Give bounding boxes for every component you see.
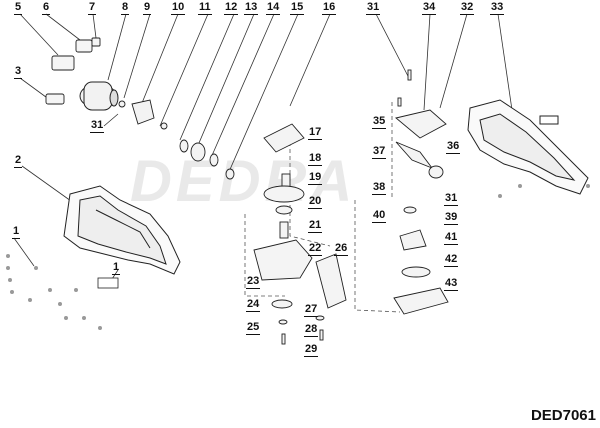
- callout-1: 1: [112, 261, 121, 275]
- callout-16: 15: [290, 1, 305, 15]
- callout-25: 24: [246, 298, 261, 312]
- callout-28: 27: [304, 303, 319, 317]
- callout-43: 43: [444, 277, 459, 291]
- callout-6: 5: [14, 1, 23, 15]
- callout-35: 35: [372, 115, 387, 129]
- callout-10: 9: [143, 1, 152, 15]
- callout-8: 7: [88, 1, 97, 15]
- callout-11: 10: [171, 1, 186, 15]
- callout-31: 31: [366, 1, 381, 15]
- callout-40: 40: [372, 209, 387, 223]
- callout-17: 16: [322, 1, 337, 15]
- callout-36: 36: [446, 140, 461, 154]
- callout-19: 18: [308, 152, 323, 166]
- callout-30: 29: [304, 343, 319, 357]
- callout-31: 31: [90, 119, 105, 133]
- callout-27: 26: [334, 242, 349, 256]
- callout-20: 19: [308, 171, 323, 185]
- callout-5: 3: [14, 65, 23, 79]
- callout-14: 13: [244, 1, 259, 15]
- callout-21: 20: [308, 195, 323, 209]
- callout-13: 12: [224, 1, 239, 15]
- callout-32: 32: [460, 1, 475, 15]
- callout-23: 22: [308, 242, 323, 256]
- callout-29: 28: [304, 323, 319, 337]
- callout-24: 23: [246, 275, 261, 289]
- watermark-text: DEDRA: [130, 149, 357, 214]
- callout-7: 6: [42, 1, 51, 15]
- callout-15: 14: [266, 1, 281, 15]
- callout-2: 1: [12, 225, 21, 239]
- callout-34: 34: [422, 1, 437, 15]
- callout-26: 25: [246, 321, 261, 335]
- callout-12: 11: [198, 1, 212, 15]
- callout-3: 2: [14, 154, 23, 168]
- callout-31: 31: [444, 192, 459, 206]
- callout-41: 41: [444, 231, 459, 245]
- callout-33: 33: [490, 1, 505, 15]
- callout-18: 17: [308, 126, 323, 140]
- callout-37: 37: [372, 145, 387, 159]
- callout-39: 39: [444, 211, 459, 225]
- callout-38: 38: [372, 181, 387, 195]
- callout-42: 42: [444, 253, 459, 267]
- callout-9: 8: [121, 1, 130, 15]
- callout-22: 21: [308, 219, 323, 233]
- model-code: DED7061: [530, 407, 596, 424]
